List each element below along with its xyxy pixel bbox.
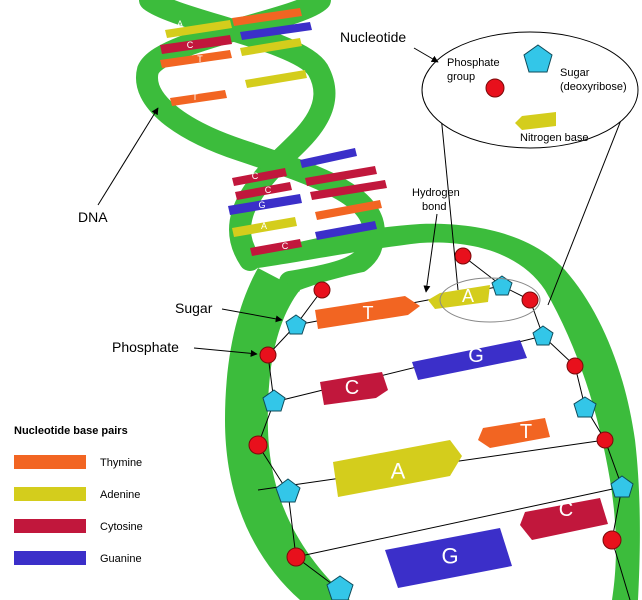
phosphate-circle <box>566 357 584 375</box>
nucleotide-inset-ellipse <box>421 31 639 149</box>
nitrogen-base-label: Nitrogen base <box>520 132 589 144</box>
legend-swatch <box>14 519 86 533</box>
lower-outer-shape <box>250 223 640 600</box>
small-pair: A <box>165 8 302 38</box>
small-pair: A <box>232 200 382 237</box>
svg-text:C: C <box>252 171 259 181</box>
phosphate-circle <box>313 281 331 299</box>
phosphate-circle <box>602 530 622 550</box>
legend-swatch <box>14 455 86 469</box>
svg-text:T: T <box>520 421 532 443</box>
middle-small-pairs: C C G A C <box>228 148 387 256</box>
svg-text:C: C <box>265 185 272 195</box>
legend-item-thymine: Thymine <box>14 455 142 469</box>
small-pair: C <box>235 166 377 200</box>
small-pair: C <box>232 148 357 186</box>
nitrogen-base-icon <box>515 112 556 130</box>
legend-label: Thymine <box>100 457 142 469</box>
svg-text:C: C <box>187 40 194 50</box>
small-pair: T <box>170 70 307 106</box>
sugar-inset-label-line1: Sugar <box>560 67 590 79</box>
phosphate-circle <box>596 431 614 449</box>
sugar-pentagon <box>262 389 286 412</box>
nucleotide-label: Nucleotide <box>340 29 406 45</box>
sugar-inset-label-line2: (deoxyribose) <box>560 81 627 93</box>
svg-text:A: A <box>462 286 474 306</box>
small-pair: T <box>160 38 302 68</box>
legend-item-guanine: Guanine <box>14 551 142 565</box>
phosphate-circle <box>521 291 539 309</box>
base-pair-1: T A <box>295 285 503 329</box>
phosphate-group-label-line2: group <box>447 71 475 83</box>
svg-text:C: C <box>559 499 573 521</box>
cytosine-block <box>320 372 388 405</box>
legend: Nucleotide base pairs Thymine Adenine Cy… <box>14 425 143 565</box>
legend-label: Adenine <box>100 489 140 501</box>
phosphate-circle <box>259 346 277 364</box>
phosphate-group-icon <box>485 78 505 98</box>
sugar-pentagon <box>610 475 634 498</box>
hydrogen-bond-label-line2: bond <box>422 201 446 213</box>
phosphate-label: Phosphate <box>112 339 179 355</box>
phosphate-circle <box>248 435 268 455</box>
legend-item-adenine: Adenine <box>14 487 140 501</box>
nucleotide-callout: Phosphate group Sugar (deoxyribose) Nitr… <box>421 31 639 323</box>
svg-text:A: A <box>261 221 267 231</box>
svg-text:C: C <box>345 377 359 399</box>
svg-text:A: A <box>177 19 183 29</box>
svg-text:G: G <box>468 345 484 367</box>
sugar-pentagon <box>275 478 301 503</box>
svg-text:C: C <box>282 241 289 251</box>
base-pair-2: C G <box>273 335 544 405</box>
small-pair: C <box>160 22 312 54</box>
annotations: Nucleotide DNA Hydrogen bond Sugar Phosp… <box>78 29 460 357</box>
thymine-block-large <box>478 418 550 448</box>
svg-text:G: G <box>441 544 458 569</box>
base-pair-3: A T <box>257 418 606 497</box>
base-pair-4: G C <box>295 486 623 588</box>
legend-title: Nucleotide base pairs <box>14 425 128 437</box>
svg-text:T: T <box>363 303 374 323</box>
svg-text:T: T <box>197 54 203 64</box>
legend-label: Cytosine <box>100 521 143 533</box>
top-small-pairs: A C T T <box>160 8 312 106</box>
svg-text:G: G <box>258 200 265 210</box>
guanine-block <box>412 340 527 380</box>
sugars <box>262 275 634 600</box>
sugar-pentagon <box>573 396 597 418</box>
guanine-block-large <box>385 528 512 588</box>
sugar-pentagon <box>532 325 554 346</box>
sugar-pentagon <box>491 275 513 296</box>
svg-text:A: A <box>391 459 406 484</box>
adenine-block <box>428 285 490 309</box>
small-pair: G <box>228 180 387 215</box>
phosphates <box>248 247 622 567</box>
cytosine-block-large <box>520 498 608 540</box>
svg-text:T: T <box>192 92 198 102</box>
legend-label: Guanine <box>100 553 142 565</box>
legend-swatch <box>14 551 86 565</box>
sugar-icon <box>523 44 553 73</box>
dna-label: DNA <box>78 209 108 225</box>
hydrogen-bond-label-line1: Hydrogen <box>412 187 460 199</box>
sugar-pentagon <box>285 314 307 335</box>
small-pair: C <box>250 221 377 256</box>
nucleotide-highlight-ellipse <box>439 277 541 323</box>
phosphate-circle <box>454 247 472 265</box>
phosphate-group-label-line1: Phosphate <box>447 57 500 69</box>
legend-item-cytosine: Cytosine <box>14 519 143 533</box>
legend-swatch <box>14 487 86 501</box>
adenine-block-large <box>333 440 462 497</box>
big-base-pairs: T A C G A T G C <box>257 285 623 588</box>
sugar-pentagon <box>326 575 354 600</box>
sugar-label: Sugar <box>175 300 213 316</box>
phosphate-circle <box>286 547 306 567</box>
thymine-block <box>315 296 420 329</box>
